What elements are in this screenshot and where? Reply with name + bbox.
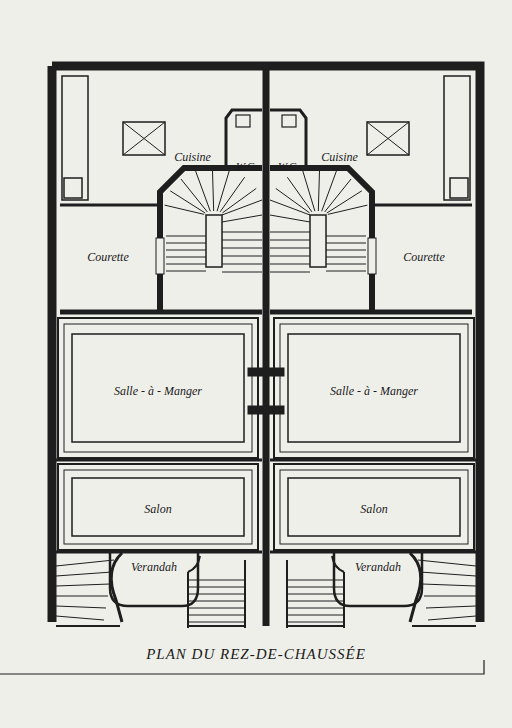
room-name: Courette [87,251,129,264]
room-name: Salle - à - Manger [330,385,418,398]
room-label-box: Salle - à - Manger [288,374,460,410]
room-label-box: Cuisine [150,140,235,176]
room-name: W.C [278,160,296,172]
room-label-box: Courette [62,240,154,276]
room-name: Verandah [355,561,401,574]
room-label-box: Salon [72,492,244,528]
room-name: W.C [236,160,254,172]
room-name: Salon [144,503,171,516]
room-label-box: Salon [288,492,460,528]
room-label-box: Cuisine [297,140,382,176]
room-label-box: Verandah [112,556,196,580]
room-name: Cuisine [321,151,358,164]
room-name: Salon [360,503,387,516]
plan-caption: PLAN DU REZ-DE-CHAUSSÉE [100,646,412,663]
room-label-box: Salle - à - Manger [72,374,244,410]
room-label-box: Verandah [336,556,420,580]
room-name: Courette [403,251,445,264]
room-label-box: W.C [226,155,264,177]
room-label-box: Courette [378,240,470,276]
room-name: Cuisine [174,151,211,164]
room-name: Verandah [131,561,177,574]
room-name: Salle - à - Manger [114,385,202,398]
room-label-box: W.C [268,155,306,177]
